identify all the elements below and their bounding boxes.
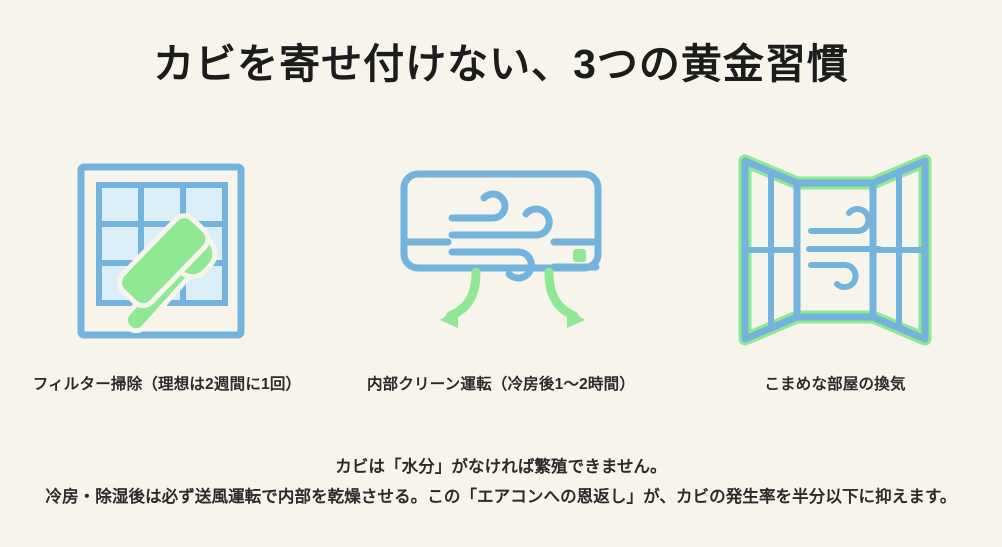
filter-cleaning-icon [77,163,245,338]
habit-card-caption: フィルター掃除（理想は2週間に1回） [32,376,302,393]
air-conditioner-internal-clean-icon [400,170,602,328]
footer-line-2: 冷房・除湿後は必ず送風運転で内部を乾燥させる。この「エアコンへの恩返し」が、カビ… [45,488,957,506]
internal-clean-icon-wrap [396,150,606,350]
filter-cleaning-icon-wrap [62,150,272,350]
footer-line-1: カビは「水分」がなければ繁殖できません。 [335,458,667,476]
habit-card-list: フィルター掃除（理想は2週間に1回） [0,150,1002,394]
open-window-ventilation-icon [738,154,932,345]
habit-card-caption: こまめな部屋の換気 [764,376,906,393]
footer-note: カビは「水分」がなければ繁殖できません。 冷房・除湿後は必ず送風運転で内部を乾燥… [0,452,1002,512]
ventilation-icon-wrap [730,150,940,350]
habit-card-caption: 内部クリーン運転（冷房後1〜2時間） [366,376,636,393]
habit-card-internal-clean: 内部クリーン運転（冷房後1〜2時間） [334,150,668,394]
page-title: カビを寄せ付けない、3つの黄金習慣 [153,41,849,87]
habit-card-filter-cleaning: フィルター掃除（理想は2週間に1回） [0,150,334,394]
habit-card-ventilation: こまめな部屋の換気 [668,150,1002,394]
led-indicator-icon [573,249,586,262]
